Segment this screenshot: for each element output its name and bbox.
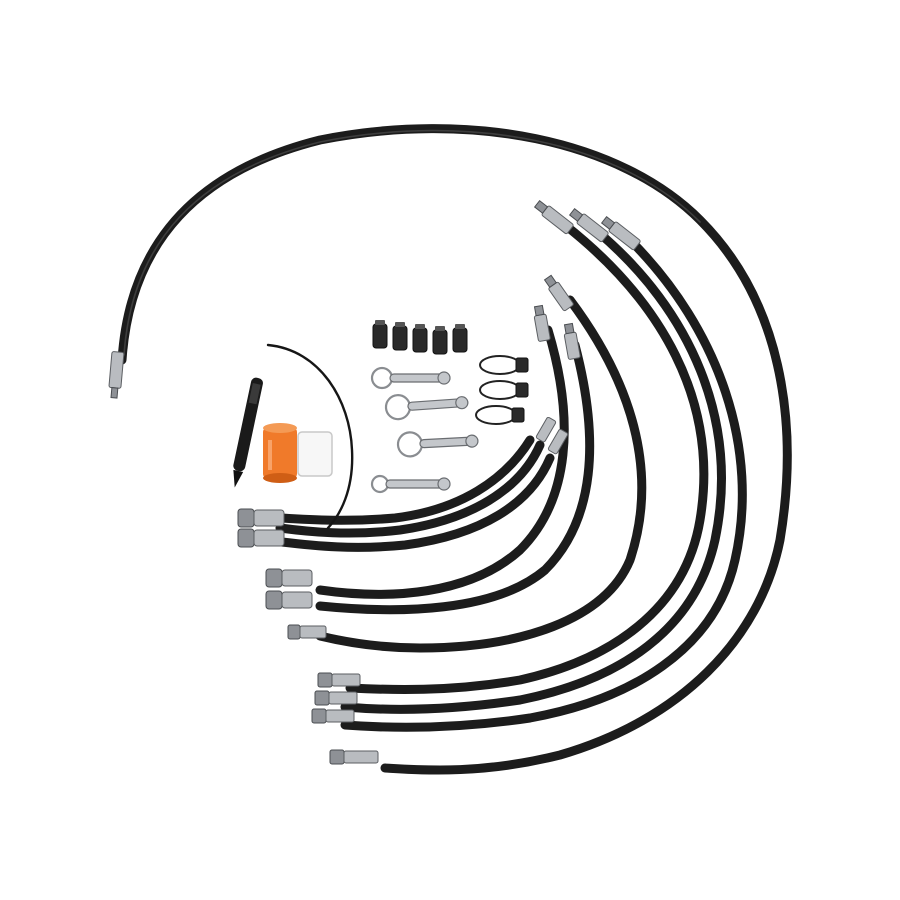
mid-hose-top-fitting-1: [533, 304, 551, 342]
mid-hose-top-fitting-2: [563, 322, 581, 360]
right-hose-top-fitting-2: [568, 207, 609, 243]
right-hose-bottom-fitting-2: [314, 690, 358, 706]
middle-hose-bottom-fitting: [287, 624, 327, 640]
dust-cap: [392, 322, 408, 351]
upper-left-hose-fitting-2: [547, 428, 569, 455]
dust-cap: [432, 326, 448, 355]
upper-left-coupler-2: [237, 528, 285, 548]
tether-loop: [479, 380, 529, 400]
mid-hose-coupler-2: [265, 590, 313, 610]
thin-wire: [266, 343, 354, 530]
long-hose-end-fitting: [108, 351, 125, 399]
tether-loops: [475, 355, 529, 425]
dust-cap: [372, 320, 388, 349]
middle-hose: [287, 274, 647, 653]
upper-left-coupler-1: [237, 508, 285, 528]
upper-left-hose-group: [237, 416, 569, 552]
white-block: [297, 431, 333, 477]
long-top-hose: [108, 124, 792, 775]
snap-hook: [396, 431, 479, 458]
mid-hose-coupler-1: [265, 568, 313, 588]
snap-hooks: [370, 366, 479, 494]
tether-loop: [475, 405, 525, 425]
marker-pen: [233, 377, 263, 488]
dust-caps: [372, 320, 468, 355]
middle-hose-top-fitting: [543, 274, 574, 312]
dust-cap: [452, 324, 468, 353]
right-hose-top-fitting-1: [533, 199, 574, 235]
right-hose-top-fitting-3: [600, 215, 641, 251]
right-hose-bottom-fitting-3: [311, 708, 355, 724]
long-hose-bottom-fitting: [329, 749, 379, 765]
snap-hook: [370, 366, 451, 390]
right-hose-bottom-fitting-1: [317, 672, 361, 688]
right-hose-group: [311, 199, 747, 765]
dust-cap: [412, 324, 428, 353]
snap-hook: [384, 394, 469, 421]
upper-left-hose-fitting-1: [535, 416, 557, 443]
mid-left-hose-group: [265, 304, 595, 615]
tether-loop: [479, 355, 529, 375]
snap-hook: [370, 474, 451, 494]
orange-tape-roll: [263, 423, 297, 483]
